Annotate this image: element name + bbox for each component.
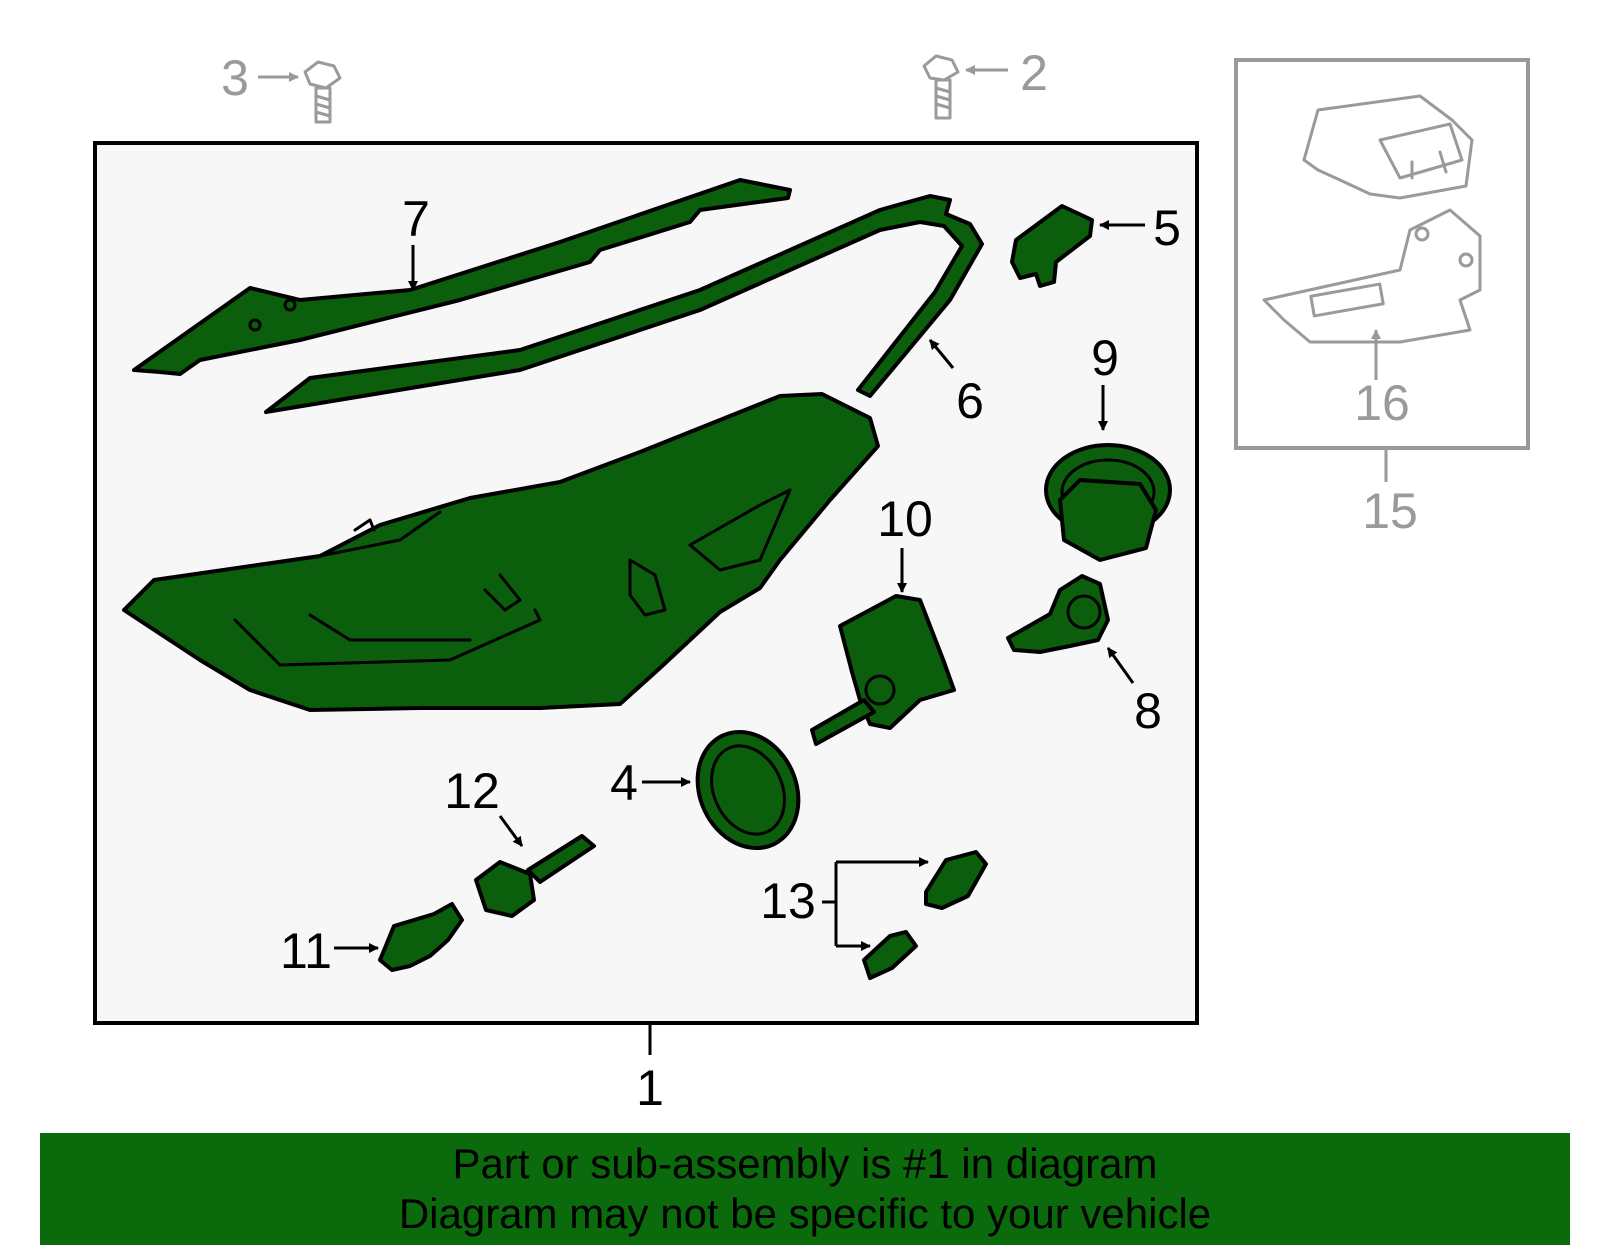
control-module-ghost[interactable] bbox=[1302, 94, 1474, 200]
callout-12[interactable]: 12 bbox=[444, 763, 500, 819]
side-marker-bulb[interactable] bbox=[378, 902, 464, 972]
headlamp-seal[interactable] bbox=[264, 194, 984, 414]
retaining-ring[interactable] bbox=[679, 715, 817, 864]
disclaimer-banner: Part or sub-assembly is #1 in diagram Di… bbox=[40, 1133, 1570, 1245]
callout-9[interactable]: 9 bbox=[1091, 330, 1119, 386]
module-connector[interactable] bbox=[1010, 204, 1094, 288]
wedge-bulb[interactable] bbox=[924, 850, 988, 910]
banner-line-2: Diagram may not be specific to your vehi… bbox=[398, 1190, 1212, 1237]
callout-7[interactable]: 7 bbox=[402, 191, 430, 247]
callout-8[interactable]: 8 bbox=[1134, 683, 1162, 739]
leveling-motor[interactable] bbox=[810, 594, 956, 746]
callout-6-leader bbox=[928, 339, 955, 369]
callout-1[interactable]: 1 bbox=[636, 1060, 664, 1116]
callout-4[interactable]: 4 bbox=[610, 755, 638, 811]
callout-2[interactable]: 2 bbox=[1020, 45, 1048, 101]
bulb-socket[interactable] bbox=[474, 834, 596, 918]
callout-15[interactable]: 15 bbox=[1362, 483, 1418, 539]
callout-13[interactable]: 13 bbox=[760, 873, 816, 929]
callout-11[interactable]: 11 bbox=[280, 923, 332, 979]
headlamp-housing[interactable] bbox=[122, 392, 880, 712]
callout-10[interactable]: 10 bbox=[877, 491, 933, 547]
bracket-ghost[interactable] bbox=[1262, 208, 1482, 344]
socket-cover[interactable] bbox=[1044, 443, 1172, 562]
callout-8-leader bbox=[1106, 647, 1135, 684]
bolt-icon[interactable] bbox=[303, 60, 342, 124]
callout-16[interactable]: 16 bbox=[1354, 375, 1410, 431]
wedge-bulb[interactable] bbox=[862, 930, 918, 980]
callout-3[interactable]: 3 bbox=[221, 50, 249, 106]
bolt-icon[interactable] bbox=[922, 54, 960, 120]
callout-5[interactable]: 5 bbox=[1153, 200, 1181, 256]
banner-line-1: Part or sub-assembly is #1 in diagram bbox=[452, 1140, 1158, 1187]
callout-13-bracket bbox=[822, 862, 838, 946]
callout-6[interactable]: 6 bbox=[956, 373, 984, 429]
callout-12-leader bbox=[498, 815, 524, 847]
headlamp-bulb[interactable] bbox=[1006, 574, 1110, 654]
